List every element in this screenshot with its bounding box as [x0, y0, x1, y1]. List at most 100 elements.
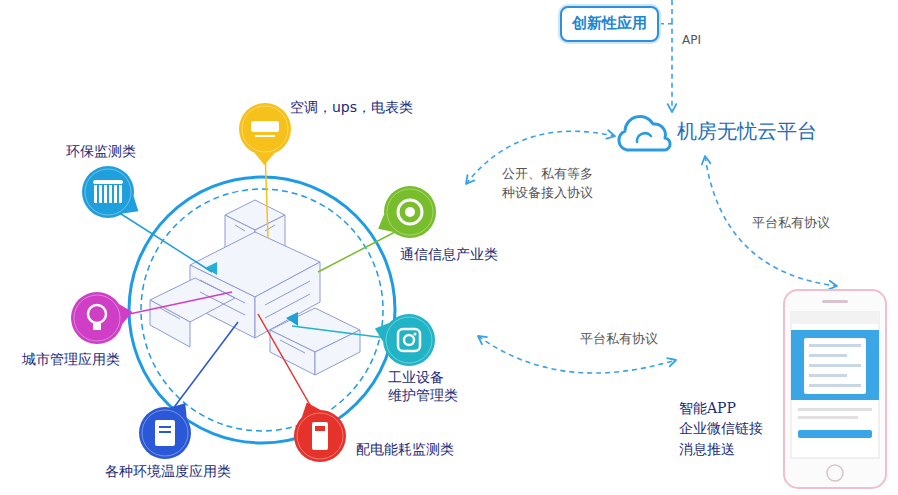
leader-line [258, 314, 314, 412]
category-label: 城市管理应用类 [22, 350, 120, 368]
category-node: 通信信息产业类 [382, 184, 522, 266]
connector [702, 156, 837, 289]
screen-row [809, 364, 861, 367]
inner-dashed-ring [141, 189, 383, 431]
wing-wall [150, 300, 190, 347]
bubble-icon [294, 403, 346, 462]
platform-title: 机房无忧云平台 [677, 118, 817, 144]
cabinet-symbol [315, 426, 325, 431]
category-node: 工业设备 维护管理类 [382, 314, 478, 414]
camera-symbol [414, 333, 417, 336]
cloud-icon [637, 133, 651, 142]
bubble-ring [387, 189, 433, 235]
cloud-icon [619, 116, 670, 150]
bubble-circle [82, 166, 134, 218]
phone-frame [784, 290, 886, 488]
bubble-ring [386, 317, 432, 363]
tower-symbol [94, 185, 97, 203]
marker [286, 312, 298, 326]
leader-line [118, 212, 212, 272]
category-node: 城市管理应用类 [18, 290, 144, 372]
device-symbol [155, 420, 175, 446]
leader-line [292, 326, 386, 338]
app-caption: 智能APP 企业微信链接 消息推送 [679, 398, 770, 459]
bubble-circle [71, 292, 123, 344]
arrow-head [606, 130, 615, 138]
category-node: 空调，ups，电表类 [236, 96, 450, 162]
bubble-circle [294, 410, 346, 462]
bulb-symbol [88, 305, 106, 323]
screen-button [798, 430, 872, 438]
connector-label: 公开、私有等多 种设备接入协议 [500, 165, 608, 203]
arrow-head [829, 281, 837, 290]
cabinet-symbol [312, 422, 328, 450]
ac-symbol [251, 121, 279, 132]
window-lines [160, 225, 310, 353]
screen-header [791, 330, 879, 400]
bubble-icon [239, 103, 291, 165]
bubble-ring [74, 295, 120, 341]
arrow-head [478, 336, 487, 344]
category-label: 配电能耗监测类 [356, 440, 454, 458]
category-label: 空调，ups，电表类 [290, 98, 413, 116]
bubble-ring [142, 410, 188, 456]
arrow-head [466, 175, 474, 184]
bulb-symbol [93, 324, 101, 330]
tower-symbol [109, 185, 112, 203]
category-label: 环保监测类 [66, 142, 136, 160]
wing-wall [315, 330, 360, 375]
application-box: 创新性应用 [560, 6, 659, 42]
arrow-head [702, 156, 711, 164]
bubble-icon [378, 186, 436, 238]
signal-symbol [405, 207, 415, 217]
dashed-connector [659, 24, 672, 112]
connector [659, 24, 676, 112]
leader-line [172, 322, 238, 410]
arrow-head [668, 104, 677, 112]
phone-screen [791, 312, 879, 458]
arrow-head [667, 358, 676, 366]
outer-ring [129, 177, 395, 443]
screen-row [798, 408, 872, 411]
category-node: 配电能耗监测类 [290, 406, 476, 466]
leader-line [120, 292, 232, 316]
bubble-icon [71, 292, 132, 344]
screen-row [809, 384, 861, 387]
tower-symbol [114, 185, 117, 203]
connector-label: 平台私有协议 [578, 330, 660, 349]
phone-home-button [827, 465, 843, 481]
ac-symbol [255, 135, 275, 137]
bubble-circle [139, 407, 191, 459]
signal-symbol [398, 200, 422, 224]
node-shape [676, 286, 890, 492]
bubble-circle [239, 103, 291, 155]
camera-symbol [404, 335, 414, 345]
leader-lines [118, 150, 395, 412]
phone-speaker [822, 300, 848, 303]
building-illustration [150, 200, 360, 375]
tower-symbol [119, 185, 122, 203]
category-label: 工业设备 维护管理类 [388, 368, 472, 404]
bubble-icon [139, 403, 191, 459]
bubble-ring [297, 413, 343, 459]
phone-node: 智能APP 企业微信链接 消息推送 [676, 286, 890, 492]
category-label: 通信信息产业类 [400, 245, 498, 263]
leader-line [318, 232, 395, 272]
wing-wall [270, 330, 315, 375]
cloud-platform: 机房无忧云平台 [615, 112, 845, 156]
dashed-connector [705, 156, 837, 286]
screen-row [809, 354, 847, 357]
bubble-icon [82, 166, 138, 218]
screen-row [809, 344, 861, 347]
bubble-ring [85, 169, 131, 215]
screen-card [804, 338, 866, 394]
connector-label: 平台私有协议 [750, 214, 832, 233]
screen-row [798, 416, 858, 419]
camera-symbol [398, 329, 420, 351]
bubble-circle [383, 314, 435, 366]
device-symbol [159, 426, 171, 428]
tower-symbol [93, 180, 123, 184]
api-line-extension [671, 0, 673, 24]
bubble-circle [384, 186, 436, 238]
